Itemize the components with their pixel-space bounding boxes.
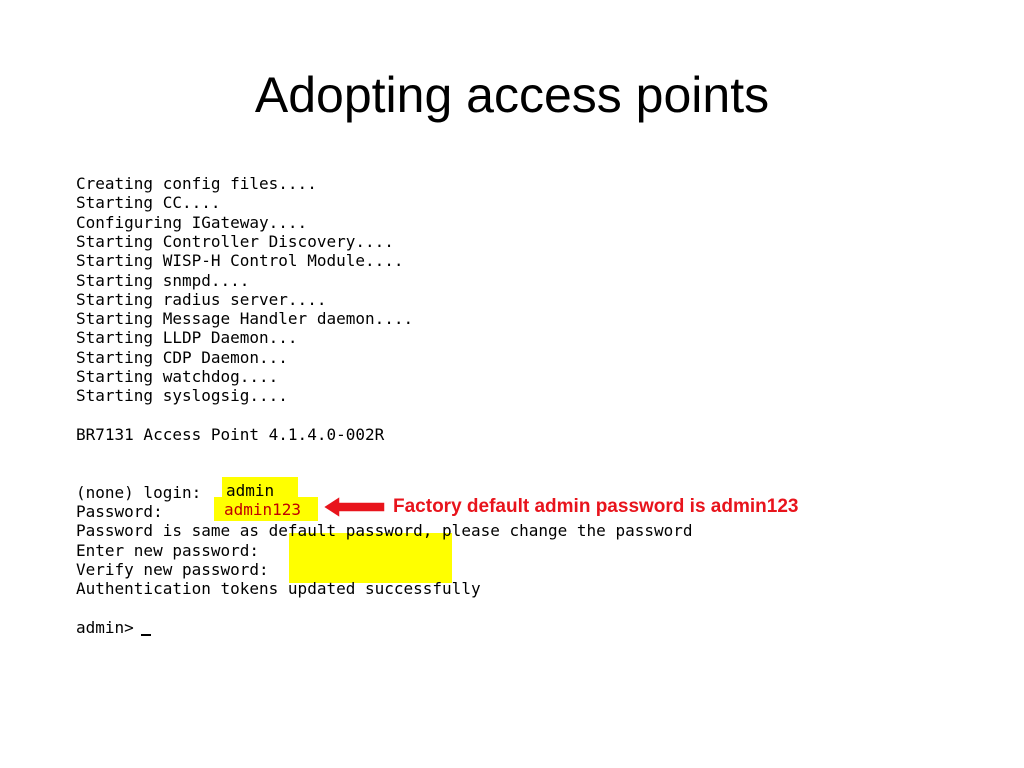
terminal-line: Starting syslogsig.... <box>76 386 288 406</box>
terminal-line: Starting radius server.... <box>76 289 327 309</box>
terminal-line: Starting CC.... <box>76 193 221 213</box>
terminal-line: Starting snmpd.... <box>76 270 250 290</box>
login-value: admin <box>226 481 275 500</box>
left-arrow-icon <box>322 494 386 520</box>
terminal-line: Verify new password: <box>76 560 269 579</box>
annotation-text: Factory default admin password is admin1… <box>393 496 799 517</box>
password-highlight <box>214 497 318 521</box>
slide-title: Adopting access points <box>254 67 770 123</box>
terminal-line: admin> <box>76 617 134 637</box>
terminal-line: Enter new password: <box>76 540 260 560</box>
terminal-line: Starting CDP Daemon... <box>76 347 288 367</box>
terminal-line: BR7131 Access Point 4.1.4.0-002R <box>76 424 385 444</box>
terminal-line: Password is same as default password, pl… <box>76 521 693 541</box>
terminal-line: (none) login: <box>76 482 202 502</box>
terminal-line: Creating config files.... <box>76 174 317 193</box>
terminal-line: Configuring IGateway.... <box>76 212 308 232</box>
terminal-line: Authentication tokens updated successful… <box>76 579 481 599</box>
terminal-line: Starting WISP-H Control Module.... <box>76 251 404 271</box>
terminal-line: Starting Message Handler daemon.... <box>76 309 414 329</box>
terminal-line: Starting Controller Discovery.... <box>76 231 394 251</box>
terminal-cursor <box>141 634 151 636</box>
terminal-line: Starting watchdog.... <box>76 367 279 386</box>
terminal-line: Password: <box>76 502 163 522</box>
password-value: admin123 <box>224 500 302 519</box>
terminal-screenshot: Creating config files....Starting CC....… <box>76 174 796 644</box>
login-highlight <box>222 477 298 499</box>
new-password-highlight <box>289 533 452 583</box>
terminal-line: Starting LLDP Daemon... <box>76 328 298 348</box>
